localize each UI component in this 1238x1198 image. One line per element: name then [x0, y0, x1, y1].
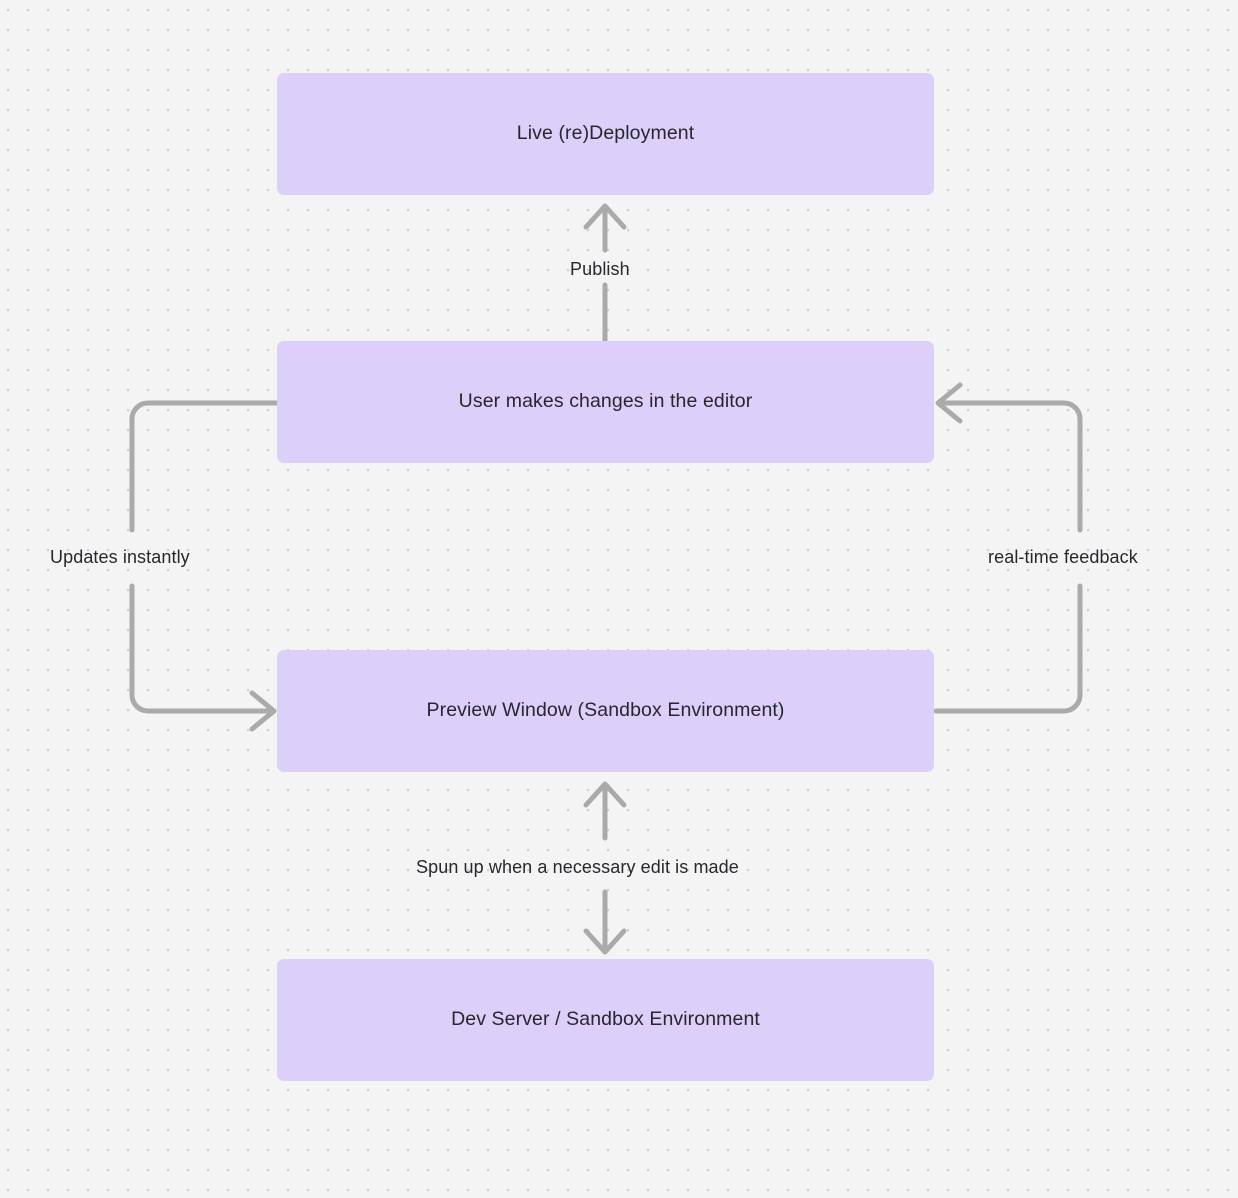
- edge-label-updates-instantly: Updates instantly: [50, 547, 190, 567]
- node-label: Dev Server / Sandbox Environment: [451, 1008, 760, 1031]
- edge-label-real-time-feedback: real-time feedback: [988, 547, 1138, 567]
- node-preview-window[interactable]: Preview Window (Sandbox Environment): [277, 650, 934, 772]
- edge-label-publish: Publish: [570, 259, 630, 279]
- edge-label-spun-up: Spun up when a necessary edit is made: [416, 857, 739, 877]
- node-label: User makes changes in the editor: [458, 390, 753, 413]
- node-label: Live (re)Deployment: [516, 122, 695, 145]
- node-user-makes-changes[interactable]: User makes changes in the editor: [277, 341, 934, 463]
- node-label: Preview Window (Sandbox Environment): [426, 699, 785, 722]
- node-live-redeployment[interactable]: Live (re)Deployment: [277, 73, 934, 195]
- node-dev-server[interactable]: Dev Server / Sandbox Environment: [277, 959, 934, 1081]
